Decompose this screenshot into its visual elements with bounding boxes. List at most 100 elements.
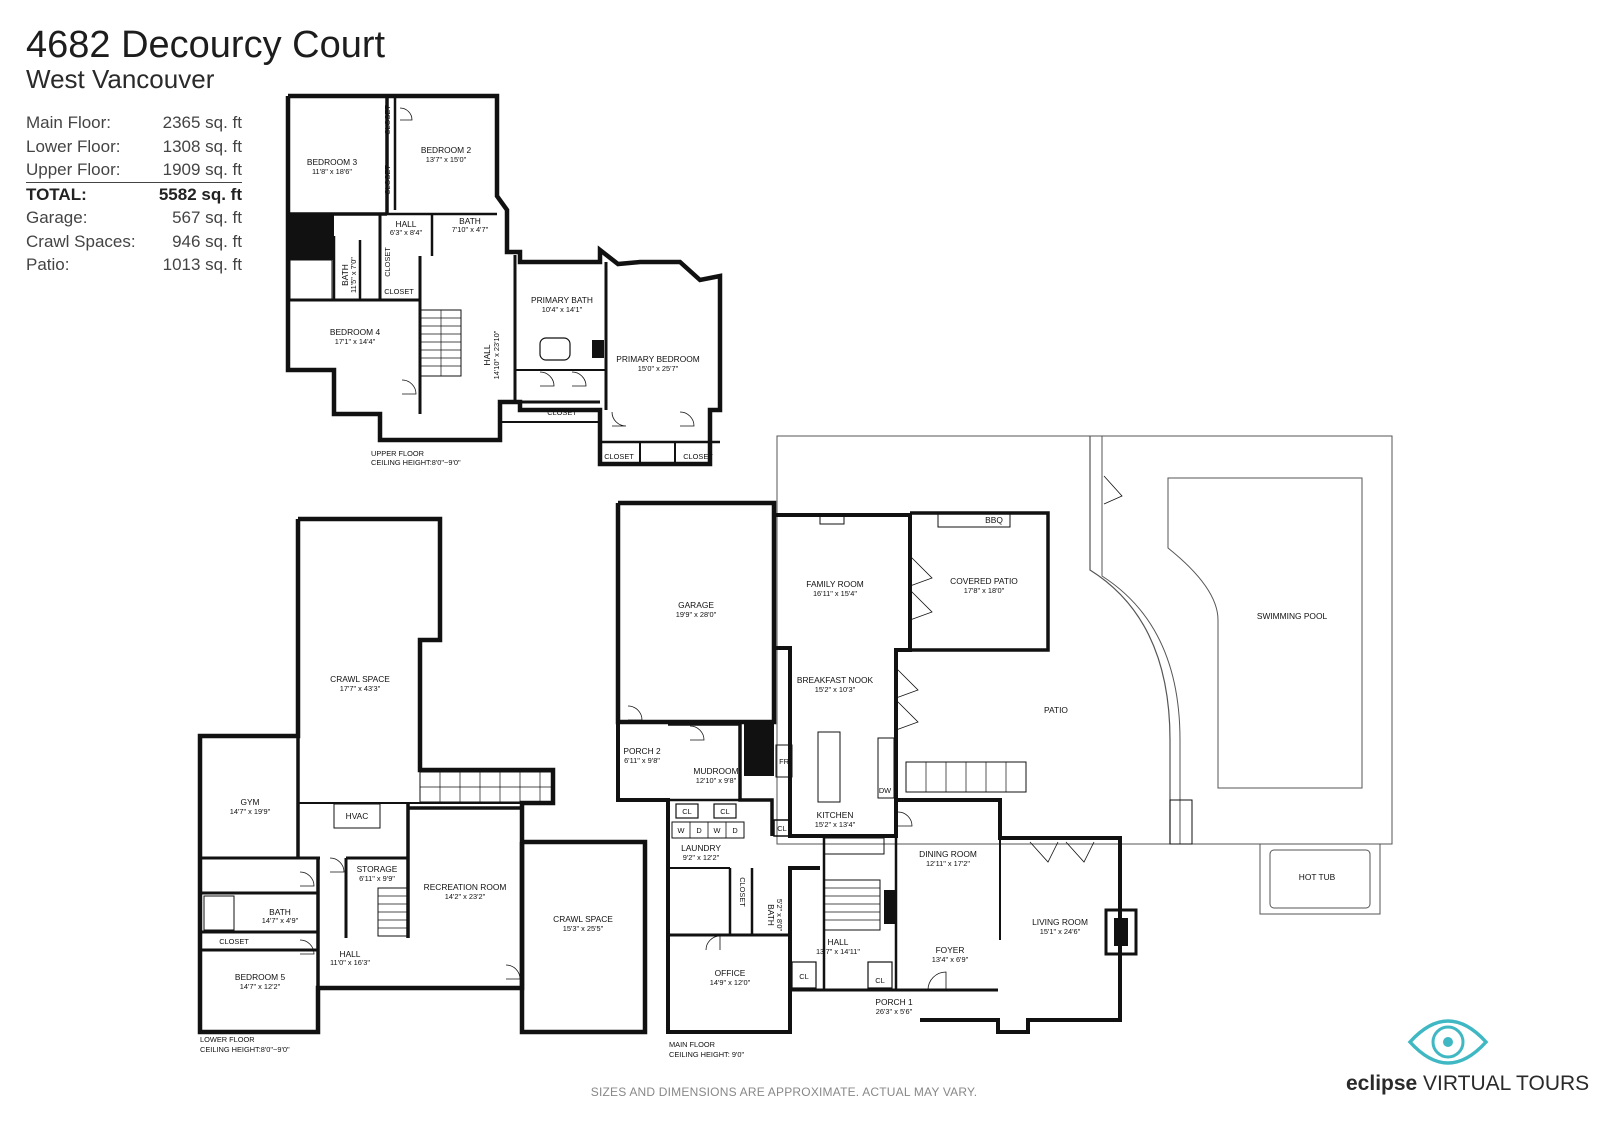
- lower-ceiling-height: CEILING HEIGHT:8'0"~9'0": [200, 1045, 290, 1054]
- main-ceiling-height: CEILING HEIGHT: 9'0": [669, 1050, 744, 1059]
- upper-closet-1: CLOSET: [383, 105, 392, 135]
- laundry-dim: 9'2" x 12'2": [683, 853, 720, 862]
- kitchen-closet: CL: [777, 824, 786, 833]
- hall-closet-2: CL: [875, 976, 884, 985]
- washer-label: W: [678, 826, 685, 835]
- storage-dim: 6'11" x 9'9": [359, 874, 395, 883]
- dining-room-dim: 12'11" x 17'2": [926, 859, 970, 868]
- crawl-space-1-label: CRAWL SPACE: [330, 674, 390, 684]
- garage-dim: 19'9" x 28'0": [676, 610, 717, 619]
- mudroom-closet-1: CL: [682, 807, 691, 816]
- covered-patio-label: COVERED PATIO: [950, 576, 1018, 586]
- covered-patio-dim: 17'8" x 18'0": [964, 586, 1005, 595]
- summary-row-crawl-spaces: Crawl Spaces:946 sq. ft: [26, 231, 242, 251]
- office-dim: 14'9" x 12'0": [710, 978, 751, 987]
- lower-floor-plan: [197, 516, 648, 1035]
- lower-bath-label: BATH: [269, 907, 291, 917]
- bedroom-3-dim: 11'8" x 18'6": [312, 167, 352, 176]
- bedroom-4-label: BEDROOM 4: [330, 327, 381, 337]
- upper-closet-6: CLOSET: [604, 452, 634, 461]
- summary-row-patio: Patio:1013 sq. ft: [26, 255, 242, 274]
- summary-row-upper-floor: Upper Floor:1909 sq. ft: [26, 158, 242, 183]
- mudroom-label: MUDROOM: [693, 766, 738, 776]
- main-floor-plan: [615, 435, 1393, 1034]
- upper-hall-label: HALL: [482, 344, 492, 365]
- lower-floor-labels: CRAWL SPACE 17'7" x 43'3" GYM 14'7" x 19…: [200, 674, 613, 1054]
- upper-closet-5: CLOSET: [547, 408, 577, 417]
- main-hall-label: HALL: [828, 937, 849, 947]
- laundry-closet: CLOSET: [738, 877, 747, 907]
- summary-row-total: TOTAL:5582 sq. ft: [26, 184, 242, 204]
- upper-closet-4: CLOSET: [384, 287, 414, 296]
- lower-floor-label: LOWER FLOOR: [200, 1035, 255, 1044]
- recreation-room-label: RECREATION ROOM: [424, 882, 507, 892]
- lower-bath-dim: 14'7" x 4'9": [262, 916, 299, 925]
- eye-circle-logo-icon: [1407, 1019, 1489, 1065]
- main-bath-label: BATH: [766, 904, 776, 926]
- upper-hall-dim: 14'10" x 23'10": [492, 330, 501, 379]
- hall-small-label: HALL: [396, 219, 417, 229]
- porch-2-dim: 6'11" x 9'8": [624, 756, 660, 765]
- upper-floor-plan: [285, 93, 723, 467]
- property-city: West Vancouver: [26, 64, 215, 94]
- upper-ceiling-height: CEILING HEIGHT:8'0"~9'0": [371, 458, 461, 467]
- main-hall-dim: 13'7" x 14'11": [816, 947, 860, 956]
- upper-floor-label: UPPER FLOOR: [371, 449, 424, 458]
- bath-small-label: BATH: [459, 216, 481, 226]
- dining-room-label: DINING ROOM: [919, 849, 977, 859]
- gym-label: GYM: [240, 797, 259, 807]
- upper-bath-side-dim: 11'5" x 7'0": [349, 257, 358, 293]
- lower-hall-dim: 11'0" x 16'3": [330, 958, 370, 967]
- main-floor-labels: GARAGE 19'9" x 28'0" FAMILY ROOM 16'11" …: [623, 515, 1335, 1059]
- summary-row-garage: Garage:567 sq. ft: [26, 208, 242, 227]
- dishwasher-label: DW: [879, 786, 891, 795]
- bedroom-2-dim: 13'7" x 15'0": [426, 155, 467, 164]
- bedroom-5-dim: 14'7" x 12'2": [240, 982, 281, 991]
- mudroom-dim: 12'10" x 9'8": [696, 776, 737, 785]
- crawl-space-1-dim: 17'7" x 43'3": [340, 684, 381, 693]
- primary-bedroom-label: PRIMARY BEDROOM: [616, 354, 699, 364]
- property-address: 4682 Decourcy Court: [26, 24, 386, 66]
- main-floor-label: MAIN FLOOR: [669, 1040, 715, 1049]
- porch-1-label: PORCH 1: [875, 997, 913, 1007]
- living-room-label: LIVING ROOM: [1032, 917, 1088, 927]
- living-room-dim: 15'1" x 24'6": [1040, 927, 1081, 936]
- office-label: OFFICE: [715, 968, 746, 978]
- bath-small-dim: 7'10" x 4'7": [452, 225, 489, 234]
- lower-closet: CLOSET: [219, 937, 249, 946]
- crawl-space-2-dim: 15'3" x 25'5": [563, 924, 604, 933]
- patio-label: PATIO: [1044, 705, 1068, 715]
- upper-closet-3: CLOSET: [383, 247, 392, 277]
- summary-row-lower-floor: Lower Floor:1308 sq. ft: [26, 136, 242, 156]
- hall-closet-1: CL: [799, 972, 808, 981]
- main-bath-dim: 5'2" x 8'0": [775, 899, 784, 932]
- upper-closet-7: CLOSET: [683, 452, 713, 461]
- kitchen-dim: 15'2" x 13'4": [815, 820, 856, 829]
- recreation-room-dim: 14'2" x 23'2": [445, 892, 486, 901]
- breakfast-nook-label: BREAKFAST NOOK: [797, 675, 874, 685]
- washer-2-label: W: [714, 826, 721, 835]
- hot-tub-label: HOT TUB: [1299, 872, 1336, 882]
- disclaimer-text: SIZES AND DIMENSIONS ARE APPROXIMATE. AC…: [590, 1085, 978, 1099]
- hall-small-dim: 6'3" x 8'4": [390, 228, 423, 237]
- primary-bath-label: PRIMARY BATH: [531, 295, 593, 305]
- dryer-label: D: [696, 826, 701, 835]
- family-room-label: FAMILY ROOM: [806, 579, 863, 589]
- family-room-dim: 16'11" x 15'4": [813, 589, 857, 598]
- storage-label: STORAGE: [357, 864, 398, 874]
- hvac-label: HVAC: [346, 811, 369, 821]
- bedroom-2-label: BEDROOM 2: [421, 145, 472, 155]
- foyer-label: FOYER: [936, 945, 965, 955]
- kitchen-label: KITCHEN: [817, 810, 854, 820]
- porch-2-label: PORCH 2: [623, 746, 661, 756]
- crawl-space-2-label: CRAWL SPACE: [553, 914, 613, 924]
- gym-dim: 14'7" x 19'9": [230, 807, 271, 816]
- porch-1-dim: 26'3" x 5'6": [876, 1007, 913, 1016]
- foyer-dim: 13'4" x 6'9": [932, 955, 969, 964]
- primary-bedroom-dim: 15'0" x 25'7": [638, 364, 679, 373]
- brand-name: eclipse VIRTUAL TOURS: [1346, 1072, 1589, 1096]
- area-summary: Main Floor:2365 sq. ft Lower Floor:1308 …: [26, 111, 242, 277]
- summary-row-main-floor: Main Floor:2365 sq. ft: [26, 113, 242, 132]
- upper-closet-2: CLOSET: [383, 165, 392, 195]
